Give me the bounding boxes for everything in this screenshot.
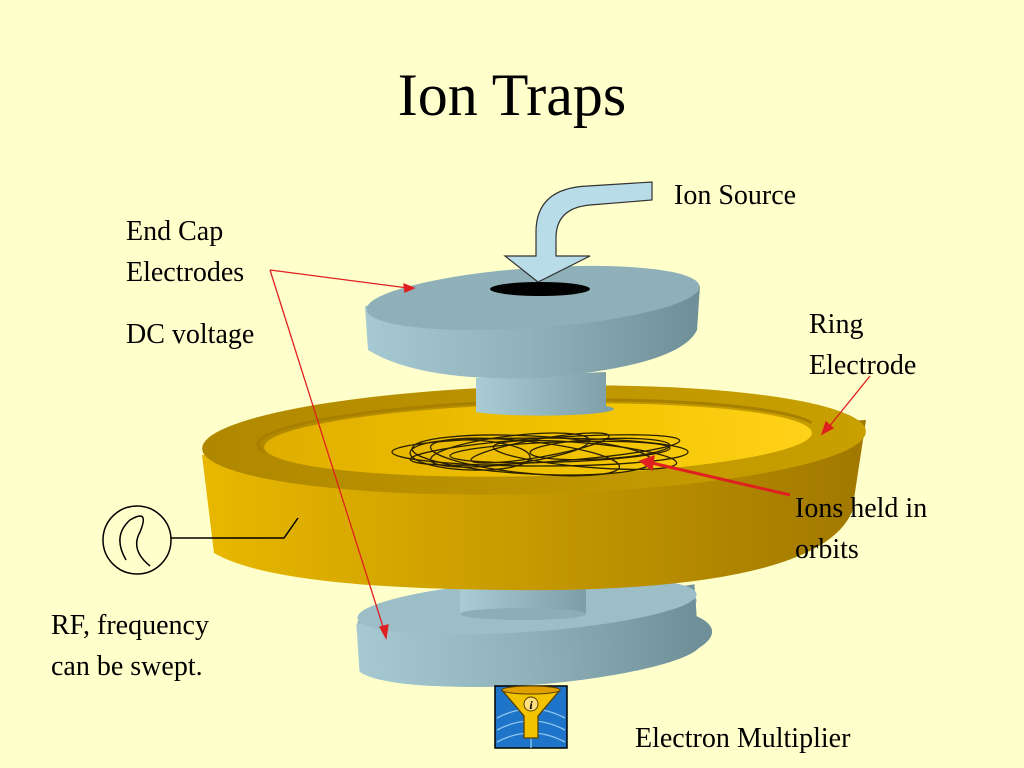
lower-end-cap-electrode xyxy=(356,577,713,688)
upper-end-cap-electrode xyxy=(365,265,700,379)
end-cap-label-line1: End Cap xyxy=(126,216,224,247)
detector-funnel-icon: i xyxy=(494,685,568,749)
sine-source-icon xyxy=(102,505,299,575)
end-cap-label-line2: Electrodes xyxy=(126,257,245,288)
upper-post xyxy=(476,372,614,416)
dc-voltage-label: DC voltage xyxy=(126,319,255,350)
ion-orbits xyxy=(391,432,689,477)
inlet-arrow-icon xyxy=(503,181,653,283)
rf-label-line2: can be swept. xyxy=(51,651,203,682)
ions-label-line2: orbits xyxy=(795,534,859,565)
ring-label-line1: Ring xyxy=(809,309,864,340)
ions-label-line1: Ions held in xyxy=(795,493,928,524)
ion-source-label: Ion Source xyxy=(674,180,797,211)
electron-multiplier-label: Electron Multiplier xyxy=(635,723,851,754)
slide-title: Ion Traps xyxy=(397,62,627,128)
ring-label-line2: Electrode xyxy=(809,350,917,381)
rf-label-line1: RF, frequency xyxy=(51,610,209,641)
pointer-lines xyxy=(269,269,871,640)
svg-text:i: i xyxy=(529,698,533,712)
